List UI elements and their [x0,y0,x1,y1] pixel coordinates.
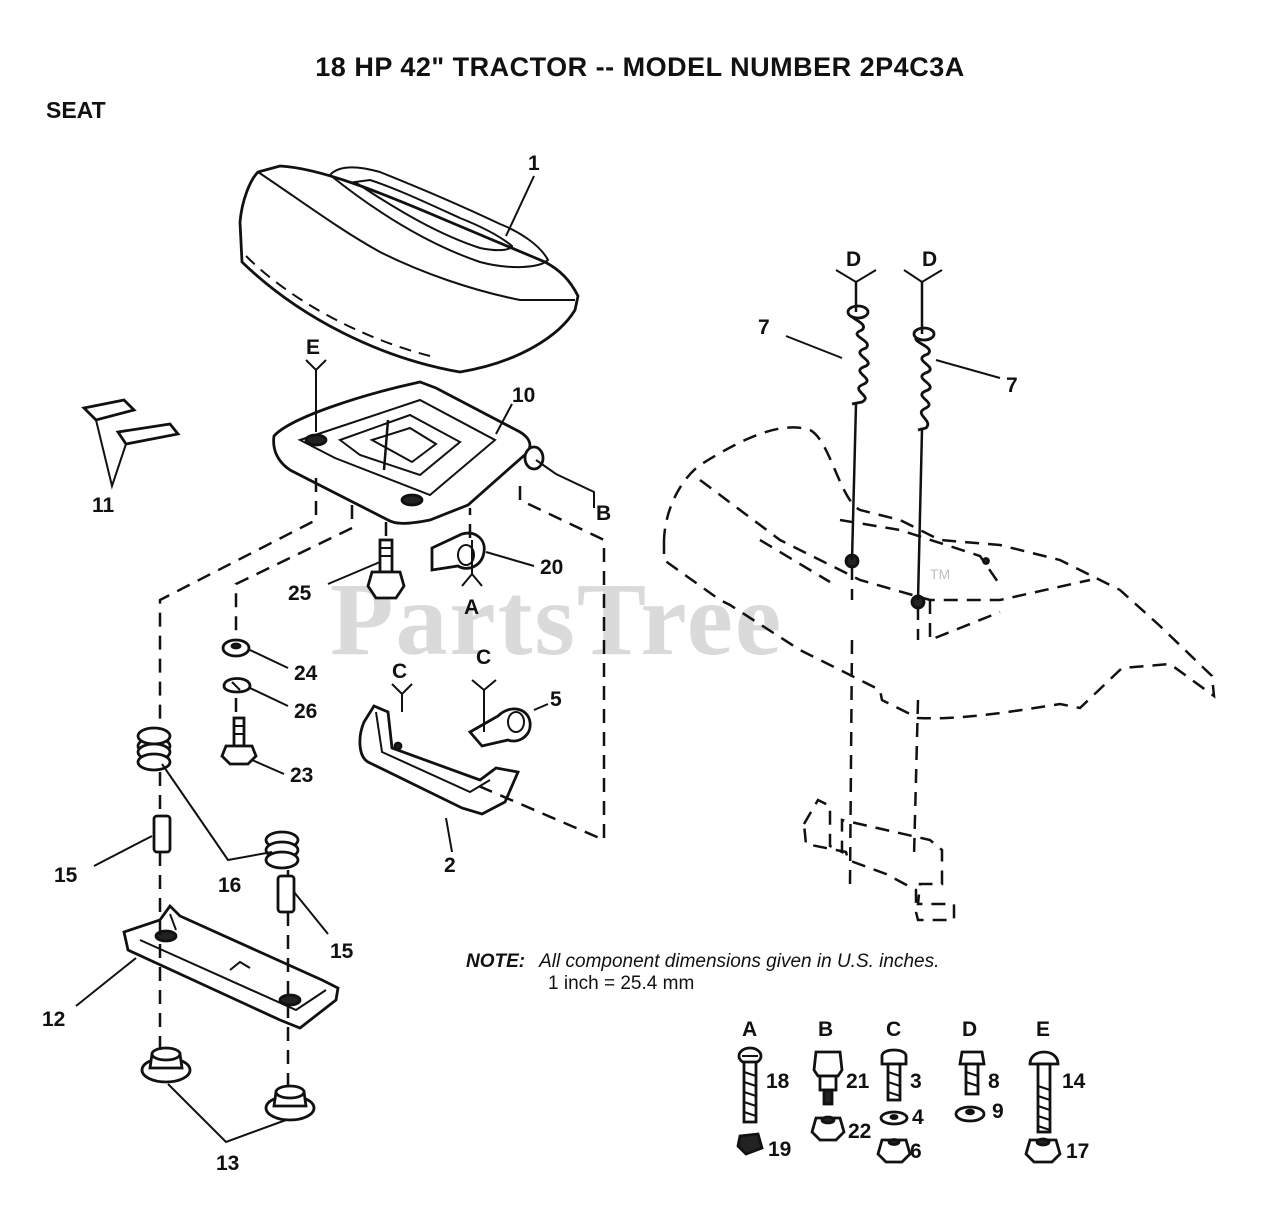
flange-nut-13-right[interactable] [264,1084,316,1122]
seat-pan[interactable] [272,380,545,525]
legend-d-washer[interactable] [954,1105,986,1123]
spring-7-right[interactable] [912,326,936,432]
bushing-15-left[interactable] [152,814,172,854]
lock-washer-26[interactable] [222,677,252,694]
ref-letter-b: B [596,502,611,525]
pivot-clip-5[interactable] [467,707,532,748]
note-label: NOTE: [466,951,526,972]
callout-1: 1 [528,152,540,175]
legend-b-nut[interactable] [810,1115,846,1142]
reference-arrows [305,269,943,732]
callout-15-left: 15 [54,864,78,887]
section-label: SEAT [46,97,106,123]
legend-letter-d: D [962,1018,977,1041]
flange-nut-13-left[interactable] [140,1046,192,1084]
legend-c-mid-part: 4 [912,1106,924,1129]
reference-letters: E B A C C D D [306,248,937,683]
ref-letter-d-left: D [846,248,861,271]
legend-letter-c: C [886,1018,901,1041]
legend-letter-a: A [742,1018,757,1041]
hardware-legend: A 18 19 B 21 22 C [736,1018,1089,1164]
callout-20: 20 [540,556,563,579]
legend-c-nut[interactable] [876,1138,912,1164]
legend-e-top-part: 14 [1062,1070,1086,1093]
legend-b-bottom-part: 22 [848,1120,871,1143]
dimension-note: NOTE: All component dimensions given in U… [466,951,939,995]
bushing-15-right[interactable] [276,874,296,914]
legend-c-bottom-part: 6 [910,1140,922,1163]
callout-12: 12 [42,1008,65,1031]
callout-11: 11 [92,494,115,517]
legend-e-carriage-bolt[interactable] [1028,1050,1060,1134]
shoulder-bolt-25[interactable] [366,538,406,600]
legend-letter-b: B [818,1018,833,1041]
legend-a-bottom-part: 19 [768,1138,791,1161]
watermark: PartsTree [330,562,784,677]
seat-cushion[interactable] [238,164,580,374]
callout-13: 13 [216,1152,239,1175]
leader-lines [75,175,1001,1144]
seat-mount-box [802,798,956,922]
note-line-1: All component dimensions given in U.S. i… [539,951,940,972]
spring-16-right[interactable] [264,830,300,870]
seat-pads[interactable] [81,398,181,446]
callout-2: 2 [444,854,456,877]
pivot-clip-20[interactable] [430,531,486,572]
legend-a-screw[interactable] [737,1046,763,1124]
spring-rods [848,282,924,885]
callouts: 1 10 11 20 25 24 26 23 5 2 16 15 15 12 1… [42,152,1018,1175]
note-line-2: 1 inch = 25.4 mm [548,973,695,994]
callout-26: 26 [294,700,317,723]
washer-24[interactable] [221,638,251,658]
ref-letter-c-right: C [476,646,491,669]
seat-base-plate[interactable] [122,903,340,1030]
legend-d-bottom-part: 9 [992,1100,1004,1123]
legend-c-top-part: 3 [910,1070,922,1093]
legend-d-bolt[interactable] [958,1050,986,1096]
legend-a-top-part: 18 [766,1070,790,1093]
watermark-trademark: TM [930,566,951,582]
callout-24: 24 [294,662,318,685]
callout-25: 25 [288,582,312,605]
callout-16: 16 [218,874,241,897]
bolt-23[interactable] [220,716,258,766]
legend-c-washer[interactable] [879,1110,909,1126]
legend-a-nut[interactable] [736,1132,764,1156]
legend-d-top-part: 8 [988,1070,1000,1093]
legend-b-bolt[interactable] [812,1050,844,1106]
spring-16-left[interactable] [136,726,172,772]
callout-10: 10 [512,384,535,407]
ref-letter-c-left: C [392,660,407,683]
callout-7-left: 7 [758,316,770,339]
legend-e-nut[interactable] [1024,1137,1062,1164]
assembly-lines-left [158,478,606,1092]
spring-7-left[interactable] [846,304,870,406]
callout-23: 23 [290,764,313,787]
diagram-title: 18 HP 42" TRACTOR -- MODEL NUMBER 2P4C3A [315,52,965,82]
legend-b-top-part: 21 [846,1070,870,1093]
legend-c-bolt[interactable] [880,1048,908,1102]
callout-5: 5 [550,688,562,711]
ref-letter-e: E [306,336,320,359]
ref-letter-d-right: D [922,248,937,271]
legend-letter-e: E [1036,1018,1050,1041]
callout-7-right: 7 [1006,374,1018,397]
callout-15-right: 15 [330,940,354,963]
fender-deck [662,426,1216,720]
ref-letter-a: A [464,596,479,619]
legend-e-bottom-part: 17 [1066,1140,1089,1163]
